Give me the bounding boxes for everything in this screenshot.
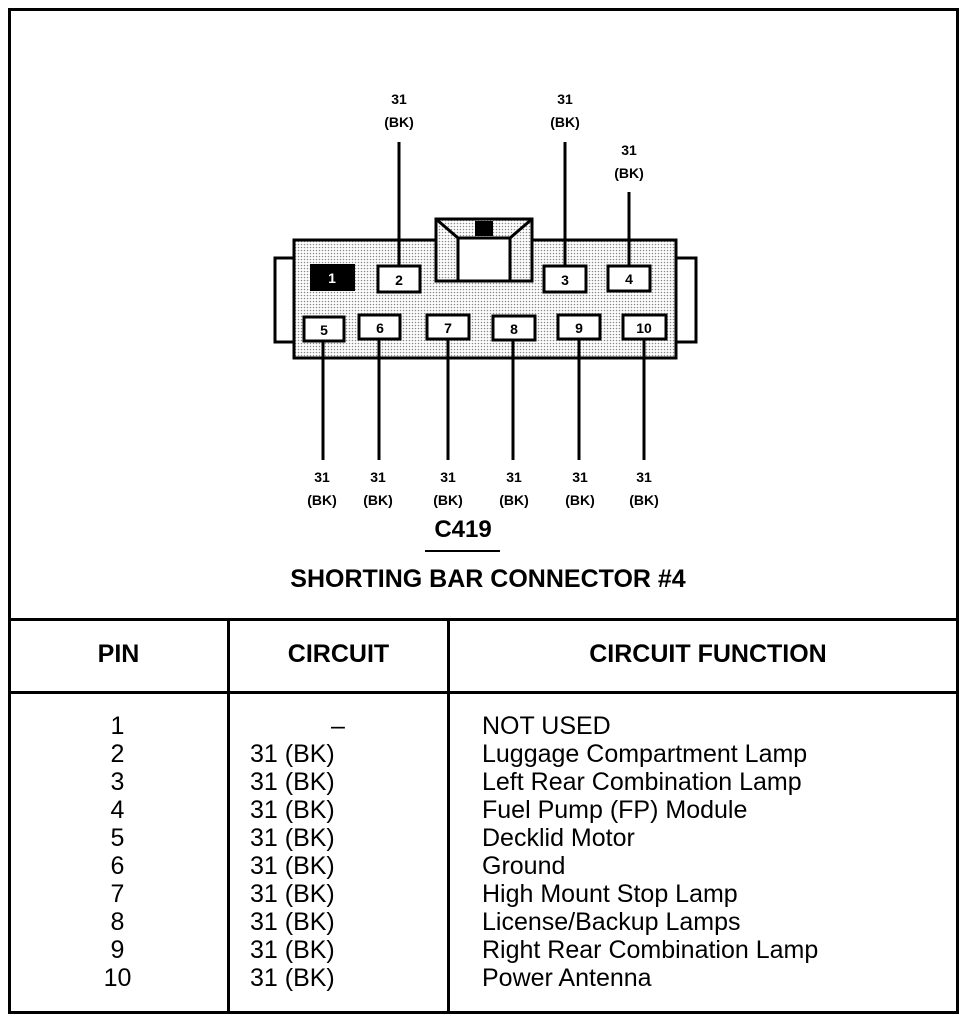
table-cell-function: Power Antenna <box>482 964 652 992</box>
wire-circuit: 31 <box>636 469 652 485</box>
pin-cavity-6: 6 <box>357 313 402 341</box>
pin-cavity-8: 8 <box>491 314 537 342</box>
pin-cavity-1: 1 <box>310 264 355 291</box>
table-divider-1 <box>227 620 230 1014</box>
wire-circuit: 31 <box>314 469 330 485</box>
wire-circuit: 31 <box>621 142 637 158</box>
table-cell-circuit: 31 (BK) <box>250 768 335 796</box>
table-cell-pin: 7 <box>110 880 125 908</box>
table-cell-pin: 2 <box>110 740 125 768</box>
svg-text:4: 4 <box>625 271 633 287</box>
pin-cavity-7: 7 <box>425 313 471 341</box>
svg-text:1: 1 <box>328 270 336 286</box>
wire-circuit: 31 <box>572 469 588 485</box>
connector-left-ear <box>273 256 297 344</box>
circuit-column: – 31 (BK) 31 (BK) 31 (BK) 31 (BK) 31 (BK… <box>250 712 350 992</box>
pin-cavity-9: 9 <box>556 313 602 341</box>
table-cell-function: NOT USED <box>482 712 611 740</box>
table-cell-pin: 5 <box>110 824 125 852</box>
wire-label-pin-8: 31 (BK) <box>484 466 544 512</box>
table-cell-pin: 4 <box>110 796 125 824</box>
function-column: NOT USED Luggage Compartment Lamp Left R… <box>482 712 952 992</box>
table-cell-circuit: 31 (BK) <box>250 936 335 964</box>
pin-cavity-4: 4 <box>606 264 652 293</box>
wire-label-pin-2: 31 (BK) <box>369 88 429 134</box>
table-cell-function: Luggage Compartment Lamp <box>482 740 808 768</box>
table-cell-circuit: 31 (BK) <box>250 880 335 908</box>
table-header-rule <box>8 691 959 694</box>
wire-label-pin-6: 31 (BK) <box>348 466 408 512</box>
pin-cavity-3: 3 <box>542 264 588 294</box>
table-cell-function: Decklid Motor <box>482 824 635 852</box>
wire-label-pin-5: 31 (BK) <box>292 466 352 512</box>
table-cell-circuit: 31 (BK) <box>250 852 335 880</box>
table-cell-function: License/Backup Lamps <box>482 908 741 936</box>
wire-color: (BK) <box>433 492 463 508</box>
wire-color: (BK) <box>550 114 580 130</box>
wire-color: (BK) <box>565 492 595 508</box>
connector-title: SHORTING BAR CONNECTOR #4 <box>290 565 686 593</box>
wire-circuit: 31 <box>391 91 407 107</box>
table-cell-pin: 10 <box>103 964 132 992</box>
connector-id-underline <box>425 550 500 552</box>
svg-text:5: 5 <box>320 322 328 338</box>
svg-text:2: 2 <box>395 272 403 288</box>
svg-text:3: 3 <box>561 272 569 288</box>
table-cell-function: Left Rear Combination Lamp <box>482 768 802 796</box>
table-divider-2 <box>447 620 450 1014</box>
wire-color: (BK) <box>629 492 659 508</box>
table-top-rule <box>8 618 959 621</box>
svg-text:10: 10 <box>636 320 652 336</box>
pin-column: 1 2 3 4 5 6 7 8 9 10 <box>90 712 145 992</box>
table-cell-pin: 1 <box>110 712 125 740</box>
svg-text:8: 8 <box>510 321 518 337</box>
wire-color: (BK) <box>307 492 337 508</box>
header-circuit: CIRCUIT <box>287 640 390 668</box>
pin-cavity-2: 2 <box>376 264 422 294</box>
table-cell-function: High Mount Stop Lamp <box>482 880 738 908</box>
svg-text:7: 7 <box>444 320 452 336</box>
wire-label-pin-3: 31 (BK) <box>535 88 595 134</box>
wire-color: (BK) <box>614 165 644 181</box>
table-cell-circuit: 31 (BK) <box>250 740 335 768</box>
wire-label-pin-7: 31 (BK) <box>418 466 478 512</box>
pin-cavity-5: 5 <box>302 315 346 343</box>
connector-diagram: 1 2 3 4 5 6 7 8 9 10 <box>273 142 698 460</box>
wire-circuit: 31 <box>370 469 386 485</box>
table-cell-circuit: 31 (BK) <box>250 824 335 852</box>
table-cell-function: Fuel Pump (FP) Module <box>482 796 748 824</box>
wire-label-pin-9: 31 (BK) <box>550 466 610 512</box>
wire-color: (BK) <box>363 492 393 508</box>
figure-frame <box>8 8 959 1014</box>
svg-text:9: 9 <box>575 320 583 336</box>
pin-cavity-10: 10 <box>621 313 668 341</box>
table-cell-function: Right Rear Combination Lamp <box>482 936 819 964</box>
wire-circuit: 31 <box>506 469 522 485</box>
table-cell-pin: 3 <box>110 768 125 796</box>
wire-color: (BK) <box>499 492 529 508</box>
connector-id: C419 <box>434 516 492 543</box>
wire-label-pin-4: 31 (BK) <box>599 139 659 185</box>
connector-right-ear <box>674 256 698 344</box>
table-cell-pin: 6 <box>110 852 125 880</box>
table-cell-pin: 9 <box>110 936 125 964</box>
table-cell-function: Ground <box>482 852 566 880</box>
wire-label-pin-10: 31 (BK) <box>614 466 674 512</box>
table-cell-circuit: – <box>331 712 345 740</box>
table-cell-circuit: 31 (BK) <box>250 964 335 992</box>
table-cell-circuit: 31 (BK) <box>250 796 335 824</box>
wire-circuit: 31 <box>440 469 456 485</box>
wire-circuit: 31 <box>557 91 573 107</box>
header-pin: PIN <box>97 640 140 668</box>
table-cell-pin: 8 <box>110 908 125 936</box>
table-cell-circuit: 31 (BK) <box>250 908 335 936</box>
svg-text:6: 6 <box>376 320 384 336</box>
header-circuit-function: CIRCUIT FUNCTION <box>589 640 827 668</box>
locking-tab <box>434 217 534 283</box>
wire-color: (BK) <box>384 114 414 130</box>
